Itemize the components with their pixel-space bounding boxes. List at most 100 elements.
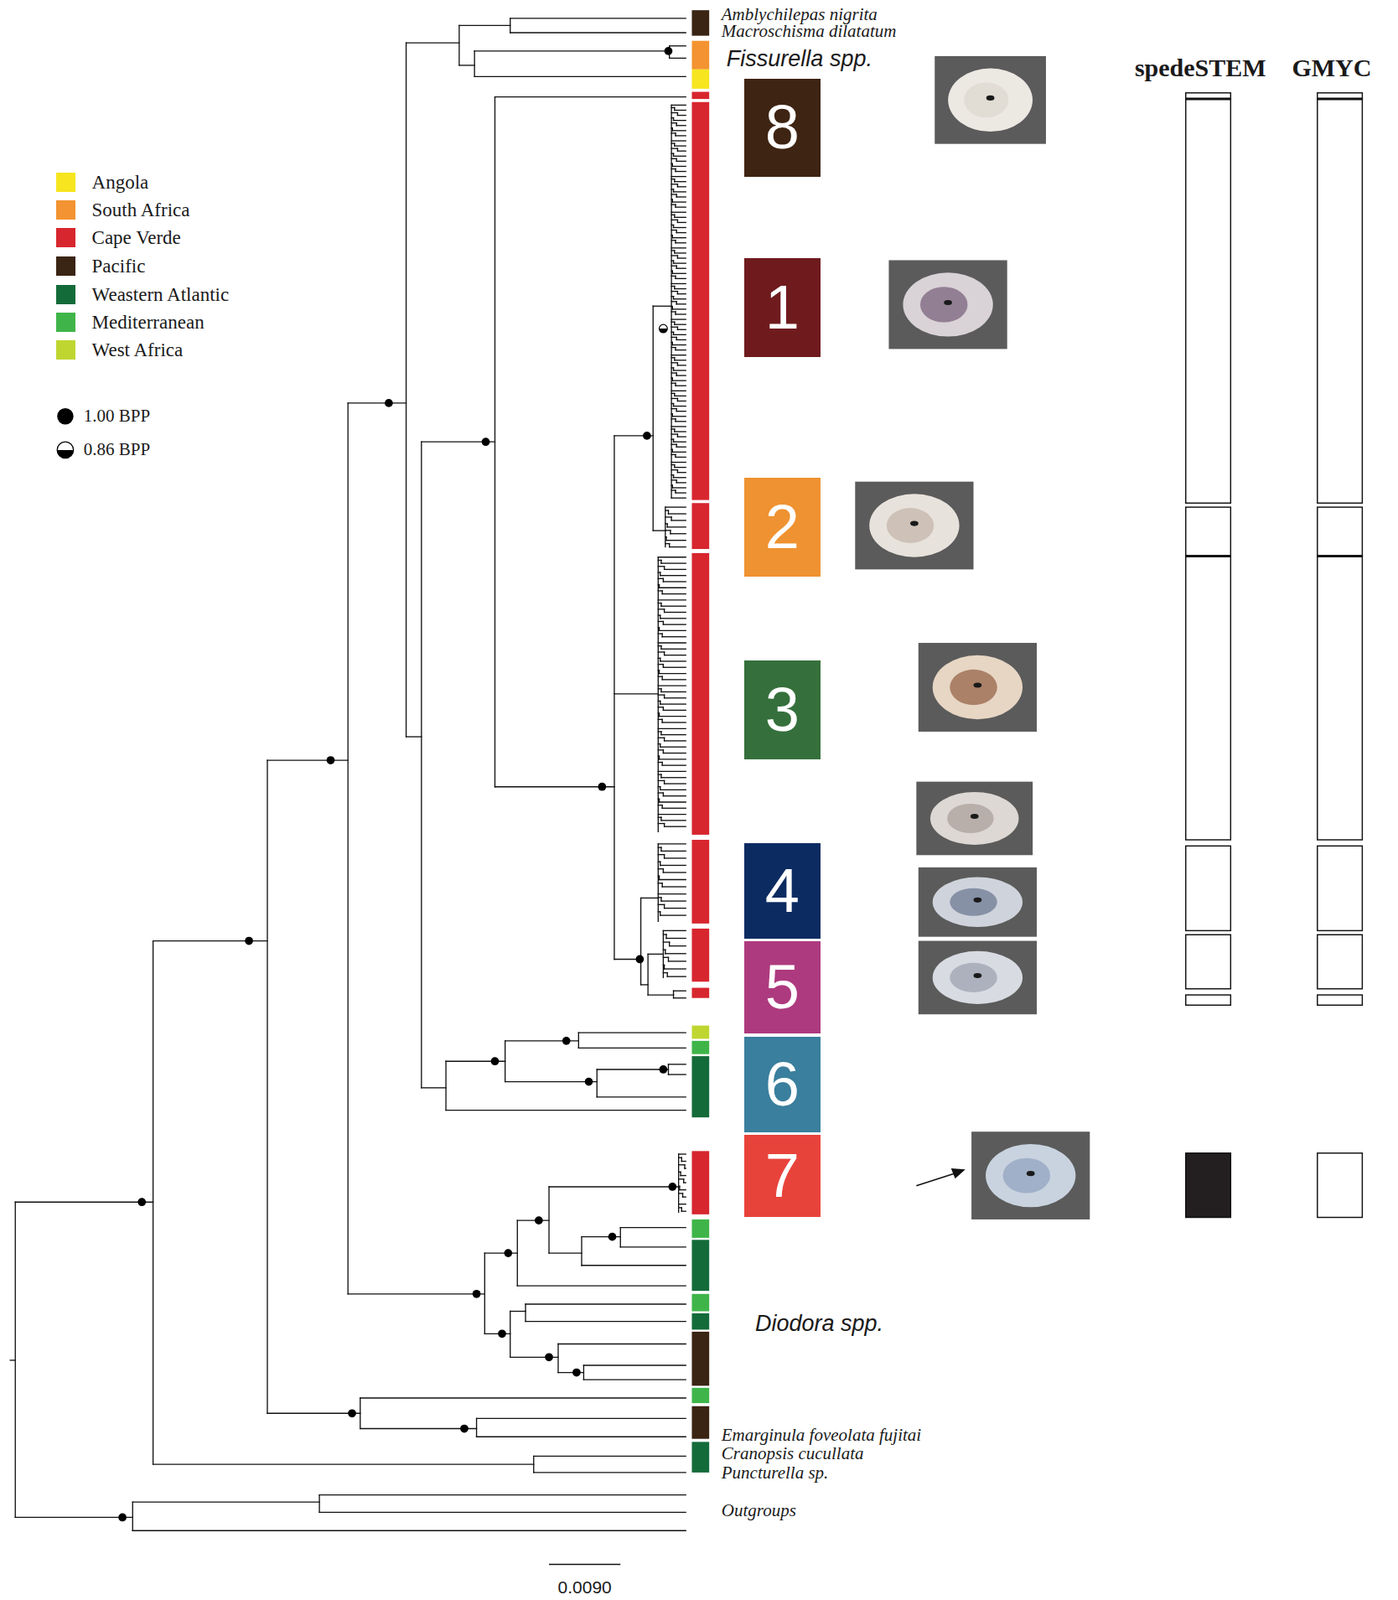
branch — [662, 949, 665, 951]
region-bar — [691, 69, 710, 89]
shell-photo — [916, 781, 1033, 856]
branch — [661, 734, 686, 736]
shell-photo — [971, 1131, 1090, 1220]
shell — [932, 655, 1023, 720]
branch — [664, 507, 666, 547]
branch — [674, 217, 686, 218]
species-box — [1185, 507, 1232, 556]
bpp-dot — [481, 437, 491, 446]
branch — [152, 941, 154, 1466]
branch — [583, 1365, 585, 1380]
branch — [657, 804, 663, 806]
branch — [657, 706, 663, 708]
branch — [662, 764, 686, 766]
branch — [620, 1227, 686, 1228]
branch — [667, 960, 686, 962]
region-bar — [691, 1150, 710, 1214]
branch — [473, 51, 475, 77]
branch — [677, 186, 686, 187]
branch — [347, 402, 406, 404]
species-box — [1317, 556, 1363, 840]
shell-orifice — [970, 813, 979, 819]
clade-number: 1 — [765, 276, 800, 339]
branch — [675, 349, 686, 351]
branch — [671, 425, 686, 427]
bpp-half-dot — [56, 441, 73, 458]
branch — [420, 441, 422, 1088]
branch — [657, 712, 659, 714]
branch — [406, 735, 422, 737]
branch — [671, 393, 675, 394]
branch — [510, 1310, 526, 1312]
branch — [674, 252, 686, 254]
branch — [445, 1109, 686, 1111]
bpp-dot — [460, 1424, 469, 1434]
clade-number: 4 — [765, 859, 800, 922]
branch — [657, 599, 686, 601]
branch — [596, 1069, 598, 1098]
bpp-dot — [326, 755, 336, 765]
branch — [671, 461, 686, 463]
bpp-dot — [384, 398, 394, 408]
region-bar — [691, 1219, 710, 1238]
branch — [676, 481, 686, 483]
branch — [476, 1418, 477, 1437]
branch — [657, 621, 663, 622]
branch — [657, 626, 659, 628]
branch — [673, 227, 687, 228]
branch — [671, 398, 678, 399]
branch — [677, 400, 686, 402]
photo-ground — [918, 941, 1037, 1015]
branch — [671, 127, 673, 129]
branch — [266, 760, 268, 1414]
legend-swatch — [56, 172, 76, 192]
branch — [665, 952, 686, 954]
branch — [671, 479, 677, 481]
branch — [641, 983, 649, 985]
branch — [421, 1087, 446, 1088]
branch — [657, 651, 664, 653]
branch — [676, 446, 686, 448]
branch — [668, 942, 670, 947]
branch — [672, 273, 686, 275]
branch — [678, 1178, 684, 1180]
branch — [673, 298, 687, 300]
branch — [671, 318, 686, 320]
branch — [657, 669, 659, 671]
branch — [657, 823, 664, 824]
shell — [985, 1144, 1076, 1207]
branch — [640, 897, 642, 984]
branch — [657, 904, 664, 906]
branch — [676, 268, 686, 270]
branch — [671, 474, 674, 476]
branch — [657, 761, 663, 763]
branch — [15, 1201, 153, 1203]
branch — [671, 239, 676, 241]
shell-photo — [934, 56, 1046, 145]
species-box — [1317, 507, 1363, 556]
clade-number: 8 — [765, 96, 800, 159]
branch — [662, 933, 667, 935]
branch — [671, 331, 674, 333]
branch — [132, 1530, 686, 1532]
branch — [657, 896, 662, 898]
branch — [660, 864, 686, 866]
region-bar — [691, 1331, 710, 1387]
bpp-dot — [664, 46, 674, 56]
branch — [671, 219, 678, 221]
branch — [657, 817, 662, 819]
branch — [677, 150, 686, 152]
species-box — [1185, 845, 1232, 931]
branch — [671, 295, 674, 297]
branch — [657, 688, 662, 689]
photo-ground — [888, 259, 1007, 349]
branch — [659, 587, 687, 589]
region-bar — [691, 1294, 710, 1312]
branch — [662, 972, 668, 974]
region-bar — [691, 1406, 710, 1440]
branch — [676, 339, 686, 341]
branch — [662, 636, 686, 637]
branch — [665, 516, 672, 518]
shell-pattern — [947, 803, 995, 834]
branch — [647, 994, 674, 995]
